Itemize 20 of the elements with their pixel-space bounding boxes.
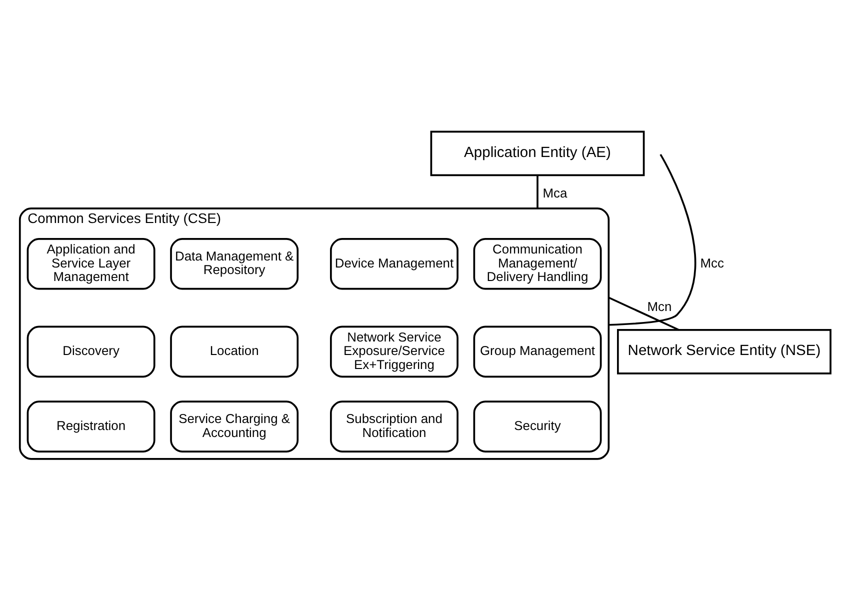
- node-box: Service Charging & Accounting: [170, 400, 299, 452]
- node-box: Network Service Exposure/Service Ex+Triggering: [330, 325, 458, 378]
- node-box: Network Service Entity (NSE): [617, 328, 832, 374]
- edge-label: Mca: [542, 185, 568, 200]
- node-box: Subscription and Notification: [330, 400, 458, 452]
- node-box: Device Management: [330, 238, 458, 290]
- connector: [608, 153, 696, 326]
- node-box: Security: [473, 400, 602, 452]
- node-box: Discovery: [26, 325, 156, 378]
- edge-label: Mcn: [647, 298, 672, 314]
- node-box: Application Entity (AE): [430, 130, 645, 176]
- node-box: Communication Management/ Delivery Handling: [473, 238, 602, 290]
- edge-label: Mcc: [700, 254, 724, 270]
- node-box: Data Management & Repository: [170, 238, 299, 290]
- node-box: Group Management: [473, 325, 602, 378]
- node-box: Location: [170, 325, 299, 378]
- node-box: Registration: [26, 400, 156, 452]
- connector: [536, 174, 538, 208]
- connector: [608, 296, 680, 330]
- node-box: Application and Service Layer Management: [26, 238, 156, 290]
